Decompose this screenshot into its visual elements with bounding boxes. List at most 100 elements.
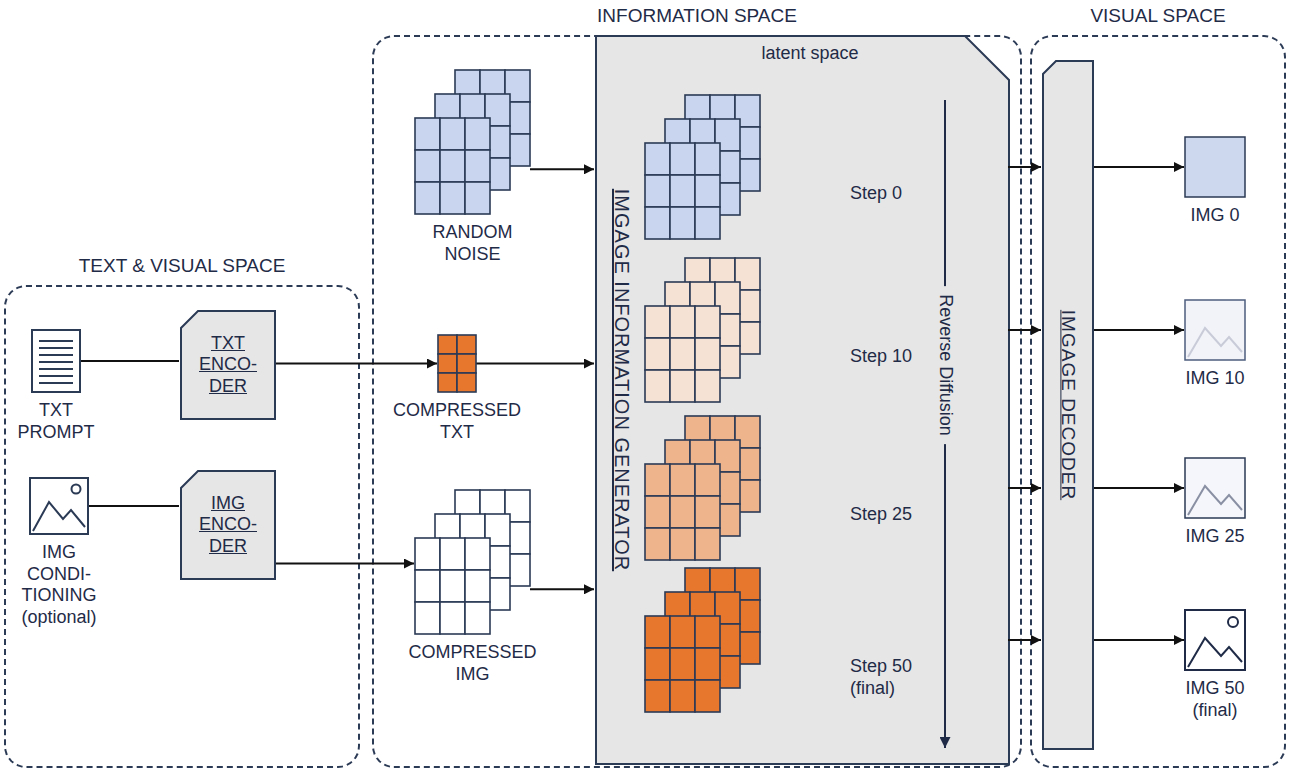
image-condition-icon: IMG CONDI- TIONING (optional) [30,478,88,534]
flow-arrow [1008,329,1041,331]
grid-cell [435,158,460,190]
grid-cell [455,70,480,102]
image-frame [30,478,88,534]
grid-cell [715,592,740,624]
mountain-line [1188,638,1242,667]
grid-cell [505,102,530,134]
grid-cell [480,70,505,102]
grid-cell [415,602,440,634]
grid-cell [695,616,720,648]
grid-cell [645,207,670,239]
grid-cell [415,182,440,214]
grid-cell [710,290,735,322]
grid-cell [685,416,710,448]
grid-cell [690,592,715,624]
grid-cell [690,119,715,151]
grid-cell [690,346,715,378]
generator-box: IMGAGE INFORMATION GENERATORlatent space… [595,35,1010,765]
grid-cell [505,522,530,554]
grid-cell [645,496,670,528]
image-label: IMG 10 [1185,368,1244,390]
grid-cell [440,182,465,214]
faint-image [1185,300,1245,360]
encoder-label: TXT ENCO- DER [193,333,263,398]
grid-cell [685,448,710,480]
grid-cell [710,600,735,632]
grid-cell [645,680,670,712]
process-label: Reverse Diffusion [932,286,958,444]
grid-cell [505,134,530,166]
grid-cell [480,554,505,586]
document-icon [32,330,80,392]
document-outline [32,330,80,392]
encoder-box: IMG ENCO- DER [180,470,276,580]
final-image [1185,610,1245,670]
document-line [39,347,73,349]
flow-arrow [276,563,414,565]
grid-cell [415,150,440,182]
grid-cell [415,570,440,602]
flow-arrow [530,588,594,590]
grid-cell [715,151,740,183]
grid-cell [645,306,670,338]
partial-image [1185,458,1245,518]
grid-cell [715,119,740,151]
grid-cell [457,373,476,392]
grid-cell [440,538,465,570]
grid-cell [665,183,690,215]
grid-cell [670,648,695,680]
grid-cell [685,480,710,512]
grid-cell [695,648,720,680]
grid-cell [665,472,690,504]
grid-cell [665,504,690,536]
decoder-box: IMGAGE DECODER [1042,60,1094,750]
grid-cell [735,416,760,448]
grid-cell [710,568,735,600]
step-label: Step 10 [850,346,922,368]
grid-cell [695,464,720,496]
document-line [39,382,73,384]
grid-cell [735,568,760,600]
grid-cell [735,632,760,664]
grid-cell [645,175,670,207]
grid-cell [710,480,735,512]
step-label: Step 50 (final) [850,656,922,699]
grid-cell [670,464,695,496]
grid-cell [455,490,480,522]
output-image: IMG 10 [1185,300,1245,360]
region-box: TEXT & VISUAL SPACETXT PROMPTTXT ENCO- D… [4,285,360,768]
grid-cell [710,127,735,159]
grid-cell [485,158,510,190]
latent-space-label: latent space [761,43,858,65]
grid-cell [455,522,480,554]
grid-cell [690,151,715,183]
grid-cell [715,624,740,656]
shape-fill [596,36,1009,764]
grid-cell [505,70,530,102]
grid-cell [685,290,710,322]
grid-cell [665,440,690,472]
grid-cell [690,472,715,504]
grid-cell [685,258,710,290]
grid-cell [735,480,760,512]
grid-cell [645,528,670,560]
grid-cell [465,150,490,182]
grid-cell [480,102,505,134]
grid-cell [670,370,695,402]
grid-cell [438,335,457,354]
grid-cell [465,182,490,214]
document-line [39,375,73,377]
grid-cell [505,554,530,586]
grid-cell [710,632,735,664]
grid-cell [460,578,485,610]
shape-fill [181,471,275,579]
grid-cell [685,159,710,191]
grid-cell [695,143,720,175]
grid-cell [735,322,760,354]
tensor-label: RANDOM NOISE [413,222,533,265]
grid-cell [685,127,710,159]
grid-cell [485,546,510,578]
document-line [39,354,73,356]
